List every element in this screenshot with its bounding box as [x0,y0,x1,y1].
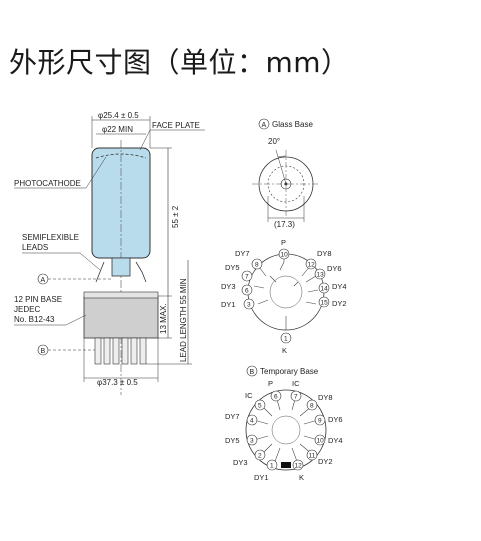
pin-b-label: DY8 [318,393,333,402]
pin-b-label: DY4 [328,436,343,445]
pin-b-num: 2 [258,453,262,460]
temporary-base-marker: B [250,369,255,376]
pin-a-label: DY1 [221,300,236,309]
pin-a-num: 1 [284,336,288,343]
pin-b-label: IC [245,391,253,400]
label-semiflexible: SEMIFLEXIBLE [22,233,79,242]
dim-lead-length: LEAD LENGTH 55 MIN [179,278,188,362]
glass-base-title: Glass Base [272,120,313,129]
glass-base-view: A Glass Base 20° (17.3) [252,118,320,229]
pin-b-label: DY1 [254,473,269,482]
pin-b-num: 4 [250,418,254,425]
label-pin-base: 12 PIN BASE [14,295,62,304]
pin-b-num: 12 [295,463,303,470]
pin-a-num: 10 [281,252,289,259]
pin-a-label: DY2 [332,299,347,308]
pin-b-label: IC [292,379,300,388]
marker-b: B [41,348,46,355]
glass-base-marker: A [262,122,267,129]
label-base-number: No. B12-43 [14,315,55,324]
pin-b-label: DY7 [225,412,240,421]
pin-a-num: 13 [317,272,325,279]
pin-b-num: 5 [258,403,262,410]
pin-b-label: DY3 [233,458,248,467]
label-leads: LEADS [22,243,48,252]
pin-a-num: 6 [245,288,249,295]
pin-b-label: DY6 [328,415,343,424]
pin-a-label: DY8 [317,249,332,258]
pin-b-num: 1 [270,463,274,470]
pin-a-label: P [281,238,286,247]
dim-diameter-top: φ25.4 ± 0.5 [98,111,139,120]
label-jedec: JEDEC [14,305,40,314]
pin-b-num: 10 [317,438,325,445]
pin-a-label: DY3 [221,282,236,291]
pin-b-num: 8 [310,403,314,410]
dim-length-55: 55 ± 2 [171,205,180,228]
pin-a-num: 3 [247,302,251,309]
pin-a-num: 12 [308,262,316,269]
glass-base-dim: (17.3) [274,220,295,229]
glass-base-angle: 20° [268,137,280,146]
temporary-base-view: B Temporary Base [225,365,343,482]
marker-a: A [41,277,46,284]
page-title: 外形尺寸图（单位：mm） [9,46,350,79]
pin-b-label: K [299,473,304,482]
tube-base [83,295,159,339]
pin-a-num: 14 [321,286,329,293]
label-face-plate: FACE PLATE [152,121,200,130]
temporary-base-title: Temporary Base [260,367,319,376]
pin-a-label: DY6 [327,264,342,273]
pin-a-label: DY7 [235,249,250,258]
pin-b-num: 7 [294,394,298,401]
label-photocathode: PHOTOCATHODE [14,179,81,188]
tube-side-view: φ25.4 ± 0.5 φ22 MIN FACE PLATE PHOTOCATH… [14,111,205,395]
pin-a-label: DY5 [225,263,240,272]
pin-a-num: 8 [255,262,259,269]
pin-a-num: 15 [321,300,329,307]
pin-a-num: 7 [245,274,249,281]
pin-b-num: 11 [309,453,316,460]
pin-b-label: DY5 [225,436,240,445]
dim-max-13: 13 MAX. [159,303,168,334]
pin-b-label: DY2 [318,457,333,466]
pin-a-label: DY4 [332,282,347,291]
pin-diagram-a: 10 8 7 6 3 12 13 14 15 1 P DY7 DY5 DY3 D… [221,238,347,355]
pin-b-num: 9 [318,418,322,425]
pin-a-label: K [282,346,287,355]
pin-b-num: 6 [274,394,278,401]
pin-b-num: 3 [250,438,254,445]
dim-diameter-bottom: φ37.3 ± 0.5 [97,378,138,387]
pin-b-label: P [268,379,273,388]
dim-diameter-min: φ22 MIN [102,125,133,134]
